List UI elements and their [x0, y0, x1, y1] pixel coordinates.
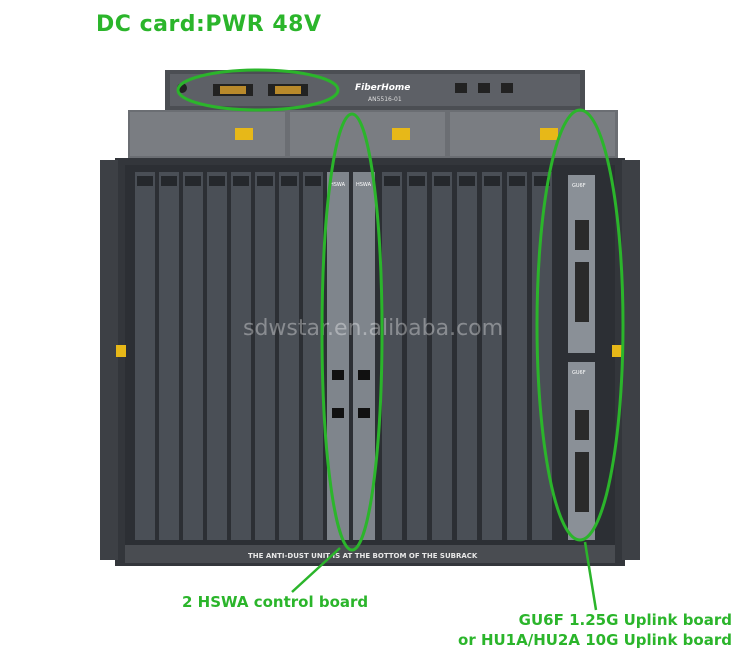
hswa-pointer: [291, 547, 341, 593]
rj45-port: [455, 83, 467, 93]
brand-text: FiberHome: [355, 83, 410, 93]
service-board: [432, 172, 452, 540]
service-board: [279, 172, 299, 540]
warning-sticker: [235, 128, 253, 140]
service-board: [407, 172, 427, 540]
board-latch: [384, 176, 400, 186]
uplink-label: GU6F 1.25G Uplink board or HU1A/HU2A 10G…: [458, 610, 732, 650]
rj45-port: [478, 83, 490, 93]
model-text: AN5516-01: [368, 96, 402, 103]
board-latch: [137, 176, 153, 186]
svg-text:GU6F: GU6F: [572, 370, 586, 376]
hswa-control-board-1: HSWA: [327, 172, 349, 540]
uplink-highlight: [535, 108, 625, 542]
service-board: [532, 172, 552, 540]
uplink-label-line-1: GU6F 1.25G Uplink board: [518, 611, 732, 629]
service-board: [135, 172, 155, 540]
anti-dust-text: THE ANTI-DUST UNIT IS AT THE BOTTOM OF T…: [248, 552, 478, 560]
service-board: [303, 172, 323, 540]
service-board: [159, 172, 179, 540]
service-board: [207, 172, 227, 540]
warning-sticker: [392, 128, 410, 140]
uplink-label-line-2: or HU1A/HU2A 10G Uplink board: [458, 631, 732, 649]
uplink-pointer: [583, 541, 598, 611]
service-board: [183, 172, 203, 540]
board-latch: [257, 176, 273, 186]
gu6f-uplink-board-2: GU6F: [568, 362, 595, 540]
board-latch: [281, 176, 297, 186]
service-board: [231, 172, 251, 540]
mounting-ear-right: [622, 160, 640, 560]
service-board: [255, 172, 275, 540]
board-latch: [534, 176, 550, 186]
board-latch: [434, 176, 450, 186]
board-latch: [185, 176, 201, 186]
board-latch: [305, 176, 321, 186]
service-board: [482, 172, 502, 540]
board-latch: [209, 176, 225, 186]
service-board-slots: [135, 172, 552, 540]
svg-text:GU6F: GU6F: [572, 183, 586, 189]
svg-text:HSWA: HSWA: [330, 182, 346, 188]
dc-connector-2: [268, 84, 308, 96]
watermark-text: sdwstar.en.alibaba.com: [243, 316, 503, 341]
dc-connector-1: [213, 84, 253, 96]
board-latch: [509, 176, 525, 186]
board-latch: [161, 176, 177, 186]
board-latch: [233, 176, 249, 186]
board-latch: [409, 176, 425, 186]
warning-sticker: [540, 128, 558, 140]
service-board: [507, 172, 527, 540]
svg-text:HSWA: HSWA: [356, 182, 372, 188]
hswa-label: 2 HSWA control board: [182, 593, 369, 611]
mounting-ear-left: [100, 160, 118, 560]
service-board: [457, 172, 477, 540]
service-board: [382, 172, 402, 540]
hswa-highlight: [320, 112, 384, 552]
anti-dust-strip: [125, 545, 615, 563]
dc-card-highlight: [176, 68, 340, 112]
dc-card-label: DC card:PWR 48V: [96, 12, 322, 37]
board-latch: [484, 176, 500, 186]
board-latch: [459, 176, 475, 186]
rj45-port: [501, 83, 513, 93]
gu6f-uplink-board-1: GU6F: [568, 175, 595, 353]
hswa-control-board-2: HSWA: [353, 172, 375, 540]
